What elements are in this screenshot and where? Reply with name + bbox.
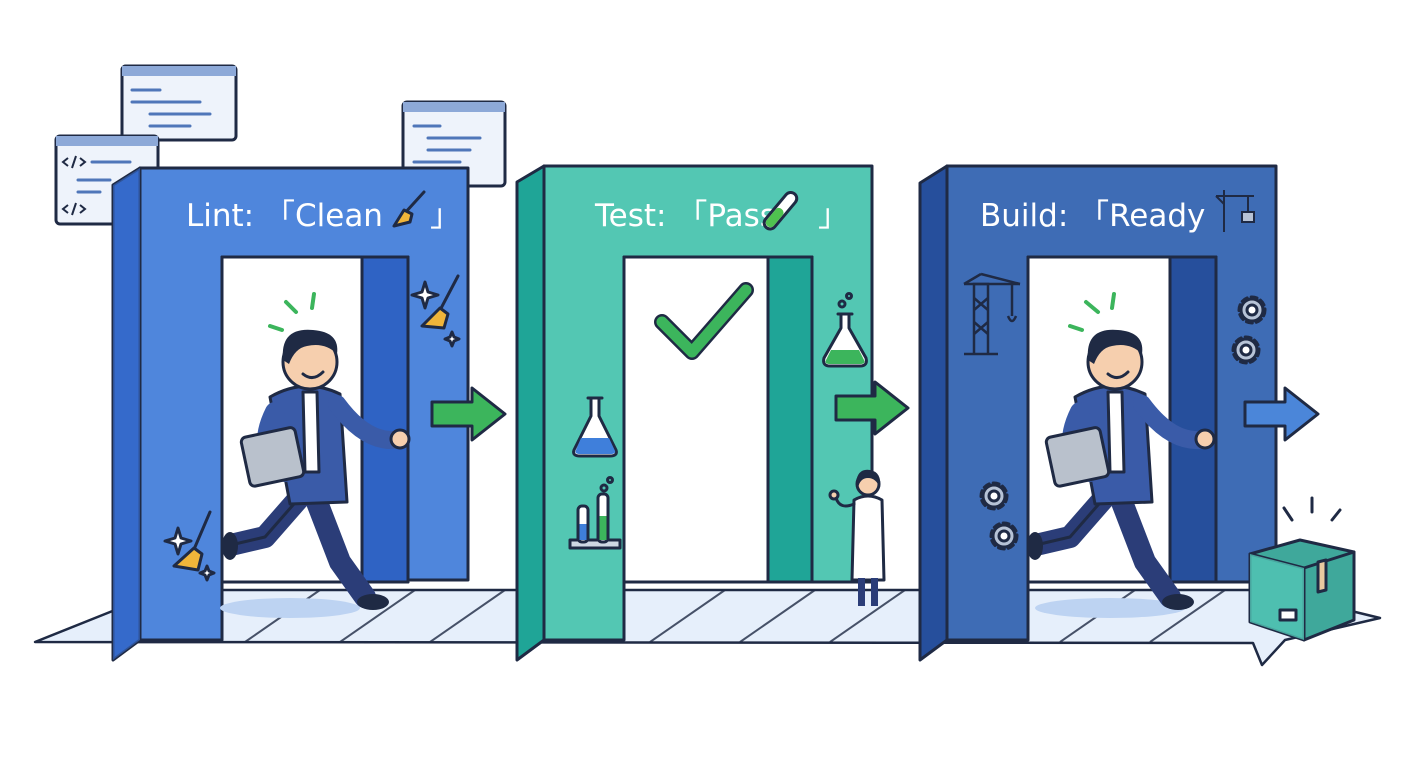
gate-label-lint-close: 」 <box>430 198 461 234</box>
arrow-right-icon <box>1243 386 1320 442</box>
test-tubes-icon <box>568 476 622 550</box>
gate-build: Build: 「Ready <box>918 164 1278 662</box>
sparkle-icon <box>163 526 216 582</box>
gate-test: Test: 「Pass 」 <box>515 164 874 662</box>
package-box-icon <box>1248 538 1356 642</box>
sparkle-lines <box>1282 496 1342 522</box>
broom-icon <box>172 510 212 572</box>
arrow-right-icon <box>834 380 910 436</box>
gate-label-lint: Lint: 「Clean <box>186 198 383 234</box>
arrow-right-icon <box>430 386 507 442</box>
flask-icon <box>822 292 868 368</box>
crane-icon <box>963 272 1021 356</box>
broom-icon <box>420 274 460 330</box>
motion-lines <box>268 292 316 332</box>
gate-label-build: Build: 「Ready <box>980 198 1205 234</box>
crane-icon <box>1215 190 1255 232</box>
code-window-icon <box>120 64 238 142</box>
motion-lines <box>1068 292 1116 332</box>
test-tube-icon <box>762 190 799 231</box>
gate-label-test: Test: 「Pass <box>594 198 776 234</box>
gate-label-test-close: 」 <box>818 198 849 234</box>
sparkle-icon <box>410 280 461 348</box>
gate-lint: Lint: 「Clean 」 <box>111 166 470 662</box>
scientist-figure <box>828 469 886 606</box>
flask-icon <box>572 396 618 458</box>
broom-icon <box>392 190 426 228</box>
